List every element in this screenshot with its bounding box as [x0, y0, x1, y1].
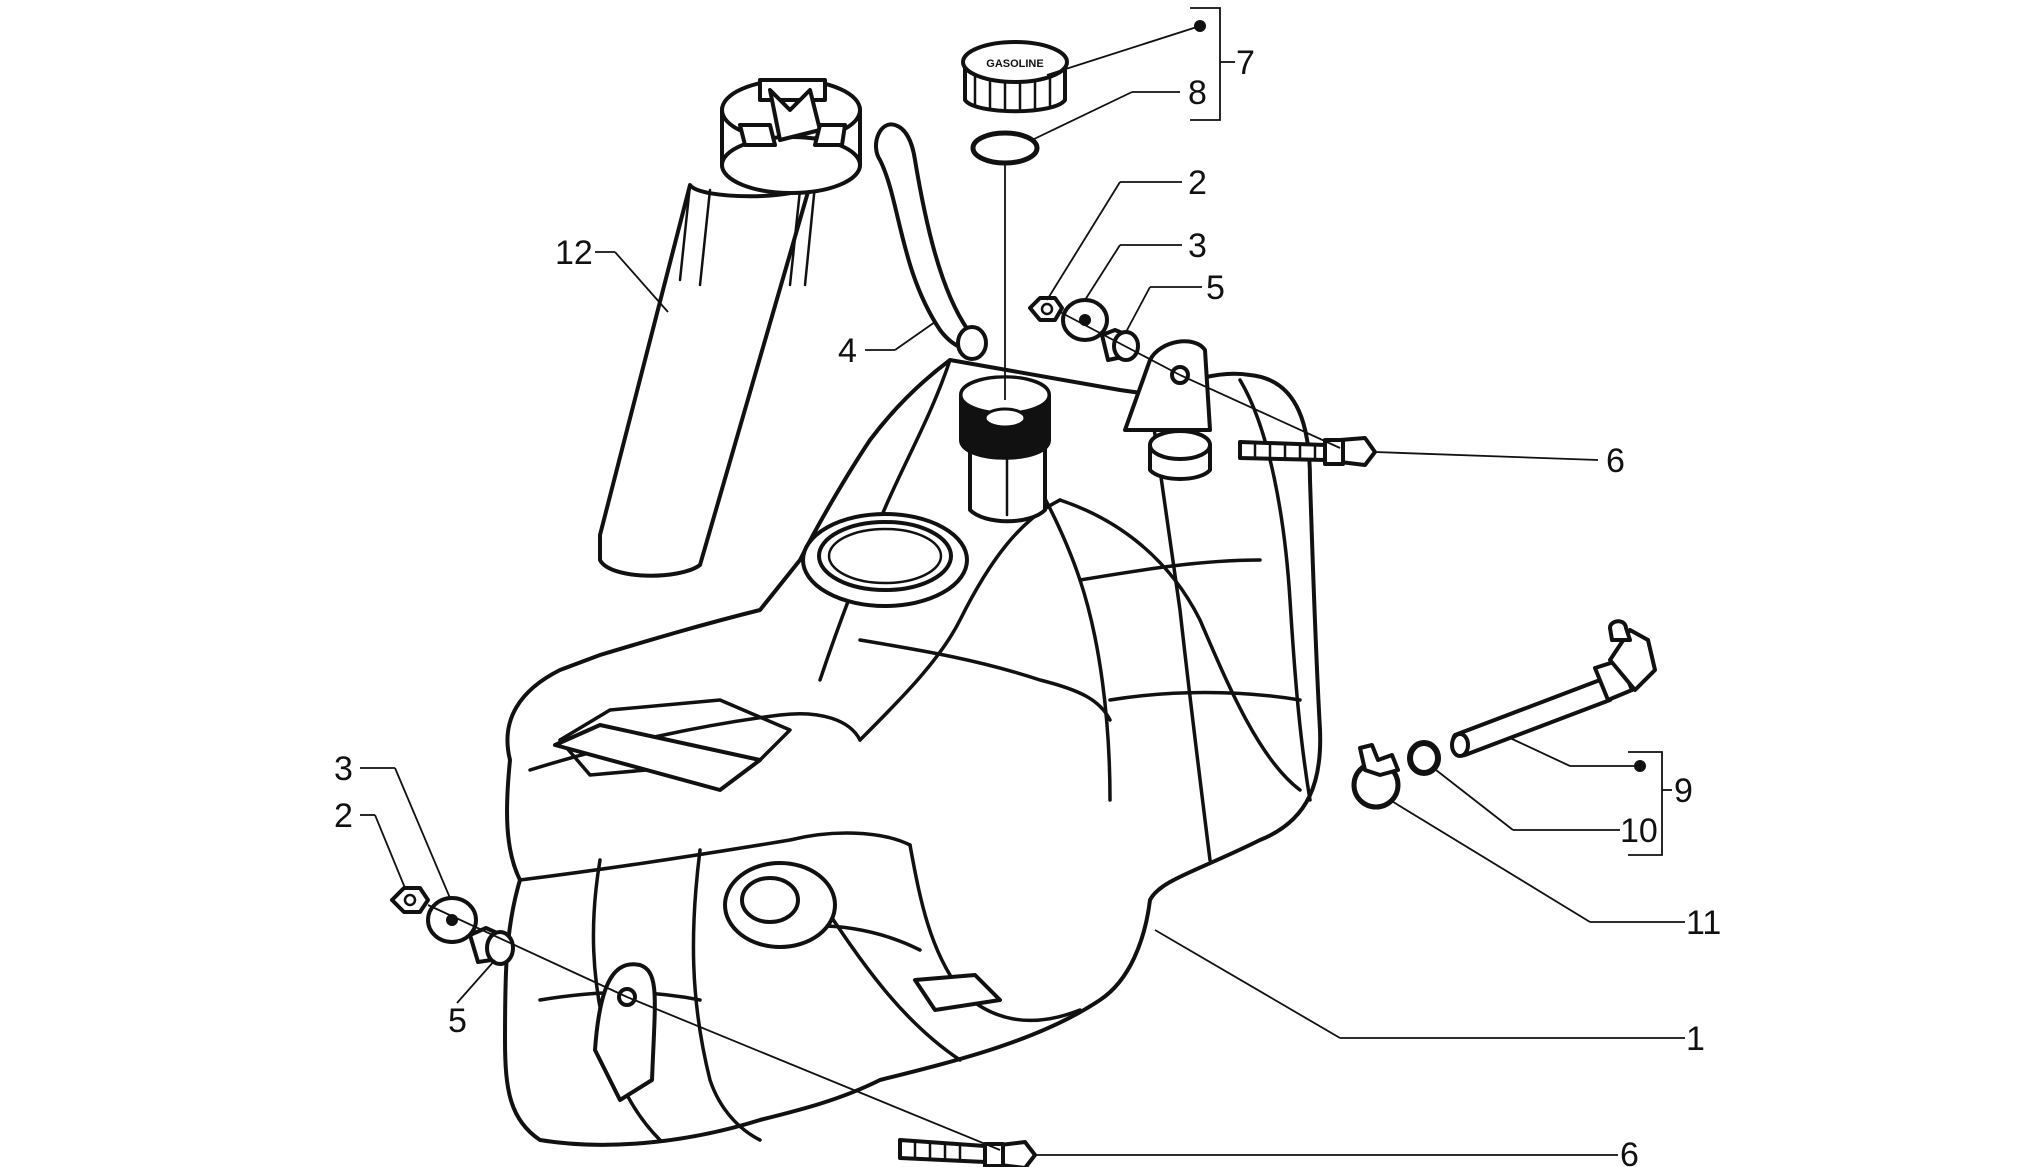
- callout-11: 11: [1686, 904, 1721, 942]
- fuel-tank: [503, 339, 1323, 1147]
- callout-5-left: 5: [448, 1002, 467, 1040]
- callout-4: 4: [838, 332, 857, 370]
- bottom-bolt: [626, 996, 1037, 1167]
- callout-6-bottom: 6: [1620, 1136, 1639, 1167]
- callout-5-top: 5: [1206, 269, 1225, 307]
- callout-6-top: 6: [1606, 442, 1625, 480]
- o-ring: [970, 130, 1040, 166]
- hose: [874, 122, 988, 361]
- left-fasteners: [390, 886, 628, 998]
- fuel-level-sender: [598, 78, 862, 578]
- callout-7: 7: [1236, 44, 1255, 82]
- callout-2-left: 2: [334, 797, 353, 835]
- top-fasteners: [1028, 296, 1377, 467]
- callout-2-top: 2: [1188, 164, 1207, 202]
- callout-8: 8: [1188, 74, 1207, 112]
- fuel-cap: GASOLINE: [961, 40, 1069, 114]
- cap-text: GASOLINE: [986, 58, 1043, 70]
- leader-lines: [360, 7, 1685, 1156]
- callout-9: 9: [1674, 772, 1693, 810]
- callout-3-top: 3: [1188, 227, 1207, 265]
- callout-3-left: 3: [334, 750, 353, 788]
- fuel-outlet-fitting: [1450, 619, 1657, 758]
- outlet-o-ring: [1407, 740, 1441, 776]
- hose-clamp: [1351, 743, 1401, 810]
- callout-10: 10: [1620, 812, 1658, 850]
- callout-12: 12: [555, 234, 593, 272]
- callout-1: 1: [1686, 1020, 1705, 1058]
